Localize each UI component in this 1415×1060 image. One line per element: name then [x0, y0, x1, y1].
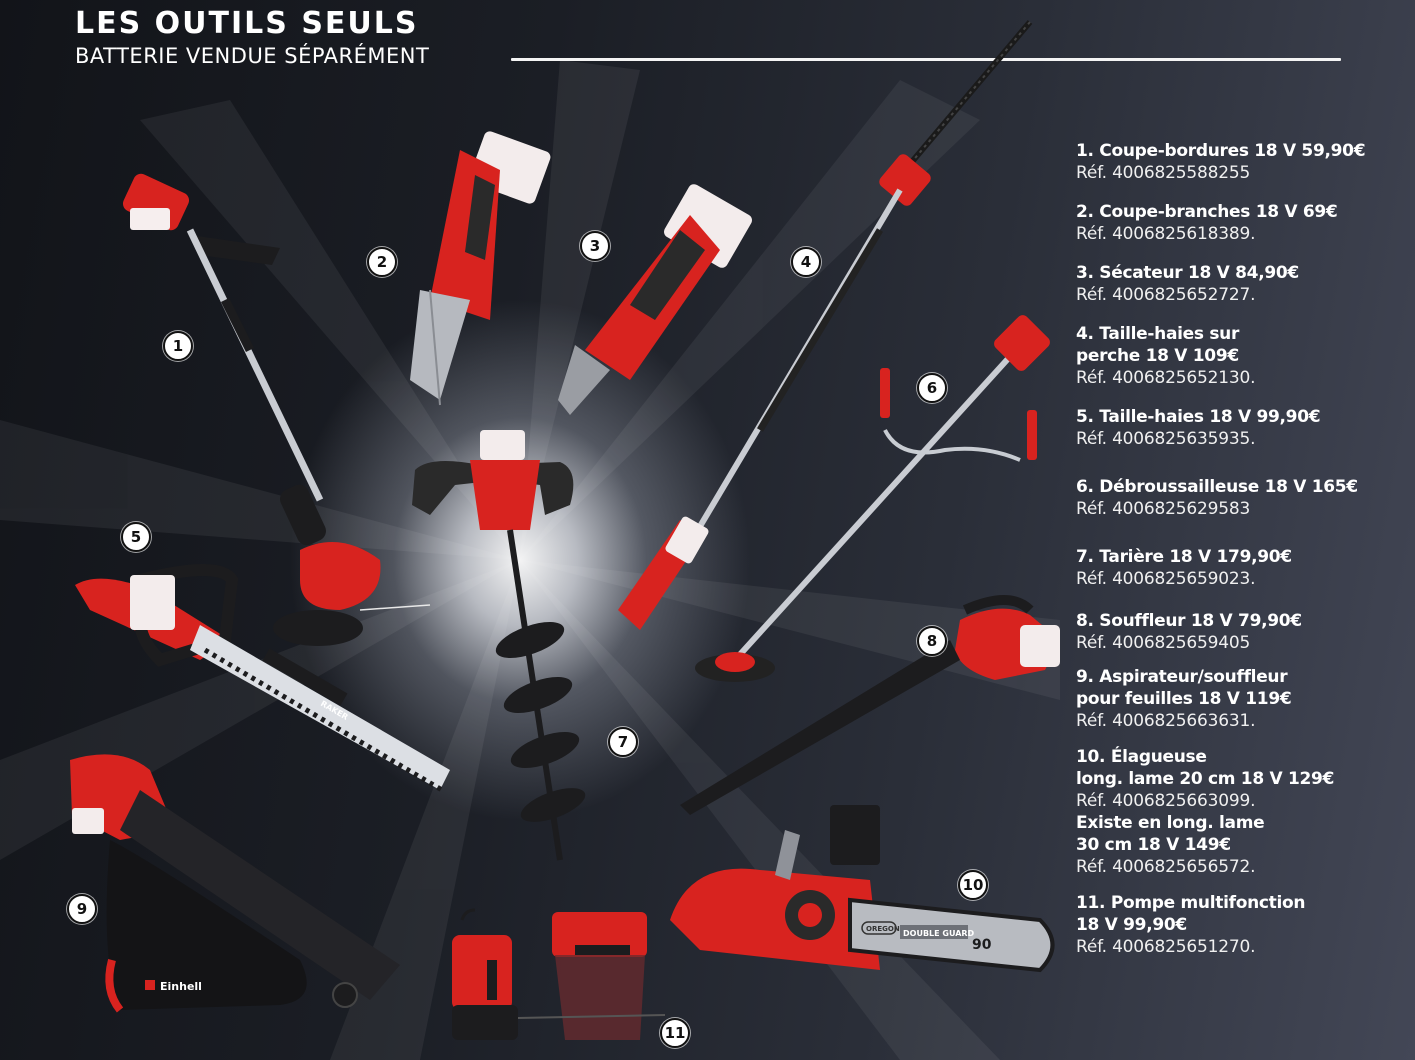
product-item-7: 7. Tarière 18 V 179,90€ Réf. 40068256590…: [1076, 546, 1406, 590]
badge-7: 7: [608, 727, 638, 757]
product-name: 6. Débroussailleuse 18 V 165€: [1076, 477, 1358, 497]
badge-1: 1: [163, 331, 193, 361]
product-item-4: 4. Taille-haies sur perche 18 V 109€ Réf…: [1076, 323, 1406, 389]
product-item-5: 5. Taille-haies 18 V 99,90€ Réf. 4006825…: [1076, 406, 1406, 450]
product-name: 7. Tarière 18 V 179,90€: [1076, 547, 1292, 567]
product-item-9: 9. Aspirateur/souffleur pour feuilles 18…: [1076, 666, 1406, 732]
secateur-image: [558, 184, 752, 415]
product-ref: Réf. 4006825659405: [1076, 633, 1251, 653]
badge-6: 6: [917, 373, 947, 403]
product-item-3: 3. Sécateur 18 V 84,90€ Réf. 40068256527…: [1076, 262, 1406, 306]
product-item-8: 8. Souffleur 18 V 79,90€ Réf. 4006825659…: [1076, 610, 1406, 654]
product-item-10: 10. Élagueuse long. lame 20 cm 18 V 129€…: [1076, 746, 1406, 878]
product-name-line2: long. lame 20 cm 18 V 129€: [1076, 769, 1335, 789]
product-variant-line1: Existe en long. lame: [1076, 813, 1265, 833]
leaf-vacuum-image: Einhell: [70, 754, 400, 1013]
product-variant-ref: Réf. 4006825656572.: [1076, 857, 1256, 877]
product-name: 3. Sécateur 18 V 84,90€: [1076, 263, 1299, 283]
chainsaw-image: OREGON DOUBLE GUARD 90: [670, 805, 1055, 973]
badge-9: 9: [67, 894, 97, 924]
page-title: LES OUTILS SEULS: [75, 6, 419, 41]
product-name: 1. Coupe-bordures 18 V 59,90€: [1076, 141, 1366, 161]
product-ref: Réf. 4006825635935.: [1076, 429, 1256, 449]
badge-4: 4: [791, 247, 821, 277]
svg-text:Einhell: Einhell: [160, 980, 202, 993]
header-divider: [511, 58, 1341, 61]
product-name: 2. Coupe-branches 18 V 69€: [1076, 202, 1338, 222]
product-list: 1. Coupe-bordures 18 V 59,90€ Réf. 40068…: [1076, 140, 1406, 975]
product-name: 8. Souffleur 18 V 79,90€: [1076, 611, 1302, 631]
product-ref: Réf. 4006825663099.: [1076, 791, 1256, 811]
product-ref: Réf. 4006825663631.: [1076, 711, 1256, 731]
product-ref: Réf. 4006825629583: [1076, 499, 1251, 519]
product-variant-line2: 30 cm 18 V 149€: [1076, 835, 1231, 855]
svg-text:OREGON: OREGON: [866, 925, 900, 933]
product-ref: Réf. 4006825652130.: [1076, 368, 1256, 388]
svg-text:DOUBLE GUARD: DOUBLE GUARD: [903, 929, 975, 938]
page-header: LES OUTILS SEULS BATTERIE VENDUE SÉPARÉM…: [75, 6, 429, 70]
product-name: 5. Taille-haies 18 V 99,90€: [1076, 407, 1321, 427]
pole-hedge-trimmer-image: [618, 20, 1033, 630]
product-name-line2: perche 18 V 109€: [1076, 346, 1239, 366]
product-ref: Réf. 4006825618389.: [1076, 224, 1256, 244]
badge-11: 11: [660, 1018, 690, 1048]
badge-8: 8: [917, 626, 947, 656]
branch-saw-image: [410, 131, 551, 406]
product-ref: Réf. 4006825651270.: [1076, 937, 1256, 957]
product-name: 10. Élagueuse: [1076, 747, 1207, 767]
product-ref: Réf. 4006825652727.: [1076, 285, 1256, 305]
multifunction-pump-image: [452, 908, 666, 1040]
product-item-6: 6. Débroussailleuse 18 V 165€ Réf. 40068…: [1076, 476, 1406, 520]
badge-3: 3: [580, 231, 610, 261]
earth-auger-image: [412, 430, 586, 861]
page-subtitle: BATTERIE VENDUE SÉPARÉMENT: [75, 44, 430, 68]
svg-text:90: 90: [972, 937, 992, 953]
product-item-11: 11. Pompe multifonction 18 V 99,90€ Réf.…: [1076, 892, 1406, 958]
product-item-1: 1. Coupe-bordures 18 V 59,90€ Réf. 40068…: [1076, 140, 1406, 184]
product-name: 4. Taille-haies sur: [1076, 324, 1240, 344]
product-name-line2: pour feuilles 18 V 119€: [1076, 689, 1292, 709]
product-name-line2: 18 V 99,90€: [1076, 915, 1187, 935]
product-ref: Réf. 4006825659023.: [1076, 569, 1256, 589]
badge-2: 2: [367, 247, 397, 277]
product-item-2: 2. Coupe-branches 18 V 69€ Réf. 40068256…: [1076, 201, 1406, 245]
product-name: 11. Pompe multifonction: [1076, 893, 1306, 913]
product-ref: Réf. 4006825588255: [1076, 163, 1251, 183]
product-name: 9. Aspirateur/souffleur: [1076, 667, 1288, 687]
brushcutter-image: [695, 315, 1050, 682]
badge-10: 10: [958, 870, 988, 900]
badge-5: 5: [121, 522, 151, 552]
hedge-trimmer-image: RAKER: [75, 564, 450, 793]
leaf-blower-image: [680, 595, 1060, 815]
grass-trimmer-image: [122, 173, 431, 646]
